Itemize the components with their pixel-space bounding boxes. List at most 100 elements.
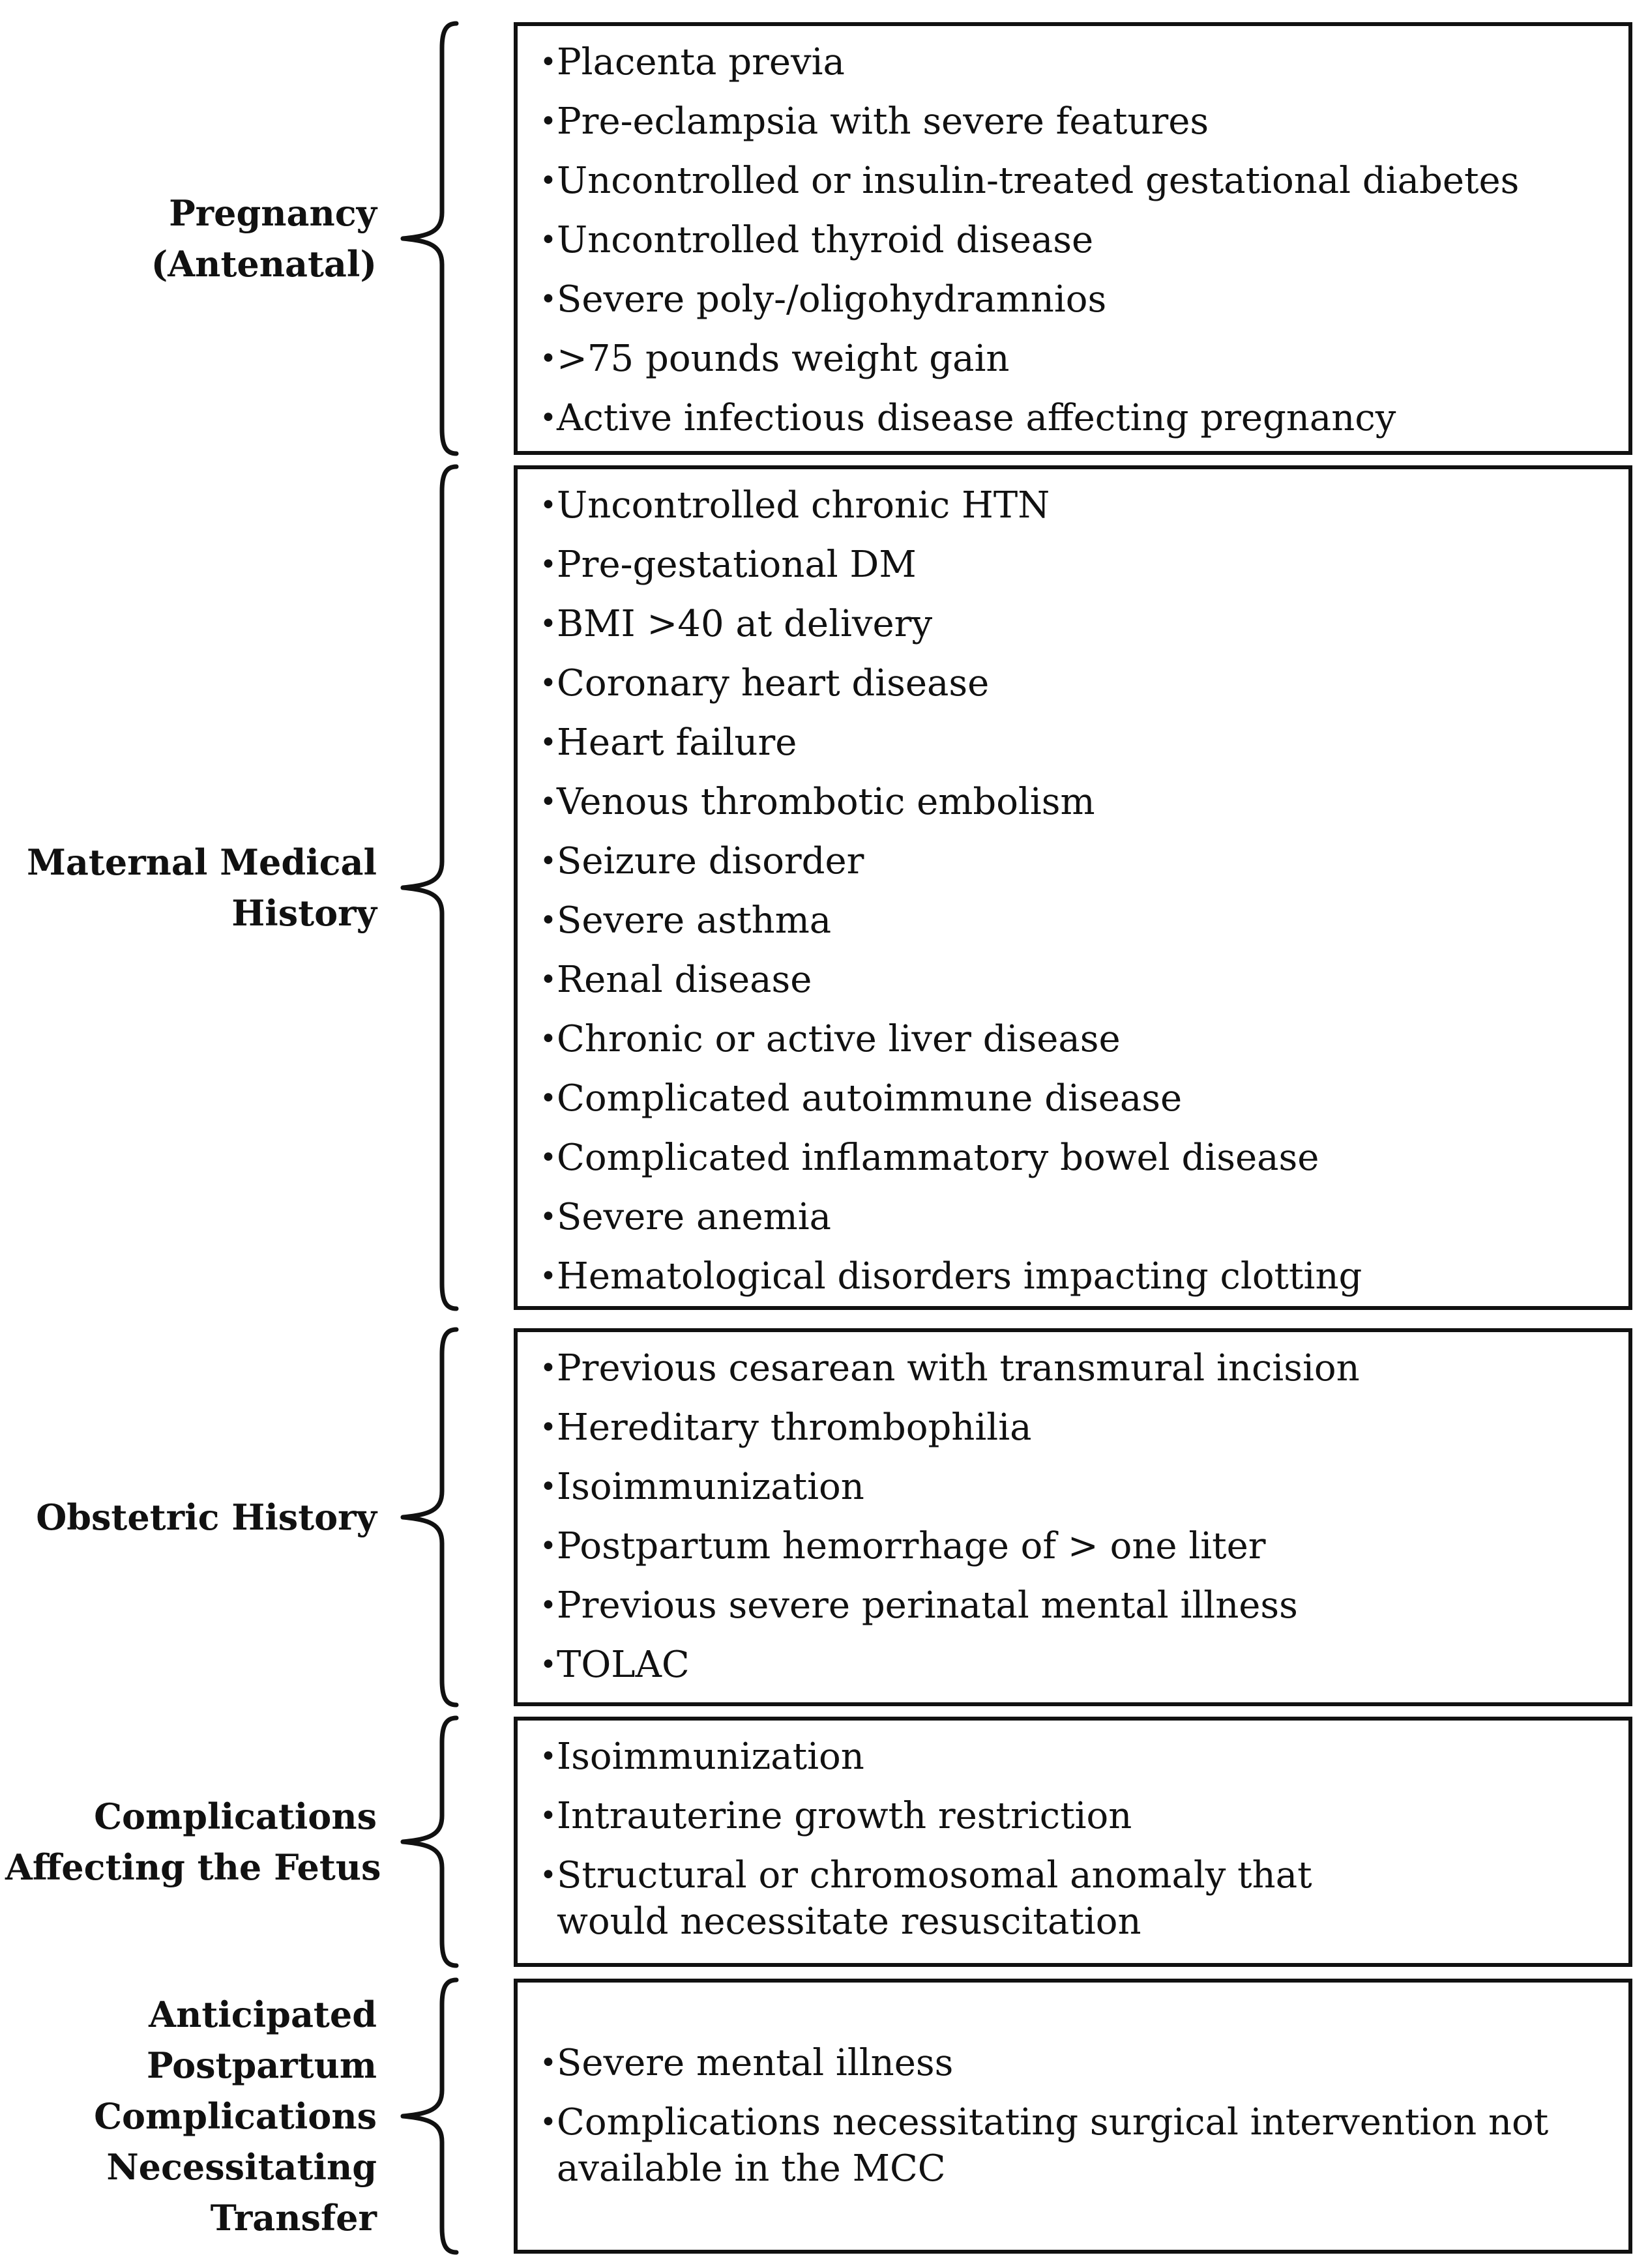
list-item: •Severe mental illness <box>540 2033 1606 2093</box>
list-item: •>75 pounds weight gain <box>540 329 1606 388</box>
section-label-line: Transfer <box>210 2197 377 2239</box>
section-label-line: Anticipated <box>149 1994 377 2035</box>
curly-brace <box>400 1715 459 1968</box>
list-item: •Placenta previa <box>540 33 1606 92</box>
section-label-line: Maternal Medical <box>27 841 377 883</box>
list-item: •Coronary heart disease <box>540 654 1606 713</box>
bullet-icon: • <box>540 963 557 996</box>
list-item-text: Complicated autoimmune disease <box>557 1077 1183 1120</box>
list-item: •BMI >40 at delivery <box>540 594 1606 654</box>
bullet-icon: • <box>540 164 557 197</box>
list-item-text: Coronary heart disease <box>557 662 990 705</box>
list-item-text: Severe anemia <box>557 1196 831 1238</box>
list-item: •Intrauterine growth restriction <box>540 1786 1606 1846</box>
bullet-icon: • <box>540 2046 557 2080</box>
list-item: •Severe anemia <box>540 1187 1606 1247</box>
list-item: •TOLAC <box>540 1635 1606 1694</box>
list-item-text: Heart failure <box>557 721 797 764</box>
criteria-box: •Previous cesarean with transmural incis… <box>514 1328 1632 1706</box>
bullet-icon: • <box>540 105 557 138</box>
bullet-icon: • <box>540 607 557 641</box>
bullet-icon: • <box>540 1530 557 1563</box>
bullet-icon: • <box>540 1023 557 1056</box>
section-label-line: History <box>231 892 377 934</box>
list-item: •Uncontrolled thyroid disease <box>540 211 1606 270</box>
list-item-text: TOLAC <box>557 1644 690 1686</box>
list-item-text: Chronic or active liver disease <box>557 1018 1121 1060</box>
bullet-icon: • <box>540 667 557 700</box>
bullet-icon: • <box>540 1859 557 1892</box>
bullet-icon: • <box>540 1200 557 1234</box>
list-item-text: Pre-gestational DM <box>557 544 917 586</box>
list-item-text: Uncontrolled thyroid disease <box>557 219 1094 261</box>
list-item-text: Severe asthma <box>557 899 832 942</box>
list-item-text: BMI >40 at delivery <box>557 603 933 645</box>
curly-brace <box>400 21 459 456</box>
section-label-line: Complications <box>94 2095 377 2137</box>
curly-brace-path <box>400 1327 459 1708</box>
curly-brace-path <box>400 21 459 456</box>
bullet-icon: • <box>540 1470 557 1504</box>
bullet-icon: • <box>540 1589 557 1622</box>
list-item-text-continued: available in the MCC <box>557 2147 946 2190</box>
list-item: •Pre-eclampsia with severe features <box>540 92 1606 151</box>
bullet-icon: • <box>540 1260 557 1293</box>
bullet-icon: • <box>540 904 557 937</box>
bullet-icon: • <box>540 342 557 375</box>
criteria-box: •Severe mental illness•Complications nec… <box>514 1979 1632 2254</box>
bullet-icon: • <box>540 1141 557 1174</box>
list-item-text: Pre-eclampsia with severe features <box>557 100 1209 143</box>
bullet-icon: • <box>540 401 557 435</box>
section-label-line: Postpartum <box>146 2044 377 2086</box>
section-label-line: Affecting the Fetus <box>5 1846 381 1888</box>
curly-brace <box>400 464 459 1311</box>
list-item: •Complicated autoimmune disease <box>540 1069 1606 1128</box>
curly-brace-path <box>400 1715 459 1968</box>
list-item-text: Postpartum hemorrhage of > one liter <box>557 1525 1266 1567</box>
bullet-icon: • <box>540 224 557 257</box>
criteria-box: •Placenta previa•Pre-eclampsia with seve… <box>514 22 1632 455</box>
list-item: •Uncontrolled chronic HTN <box>540 476 1606 535</box>
list-item: •Complications necessitating surgical in… <box>540 2093 1606 2199</box>
bullet-icon: • <box>540 2106 557 2139</box>
section-label: Obstetric History <box>5 1492 377 1543</box>
bullet-icon: • <box>540 489 557 522</box>
list-item-text: Uncontrolled or insulin-treated gestatio… <box>557 160 1520 202</box>
section-label-line: Pregnancy <box>169 192 377 234</box>
list-item-text: Placenta previa <box>557 41 845 83</box>
list-item-text: Renal disease <box>557 959 812 1001</box>
list-item-text: Severe mental illness <box>557 2042 954 2084</box>
bullet-icon: • <box>540 1082 557 1115</box>
list-item: •Severe asthma <box>540 891 1606 950</box>
list-item: •Previous cesarean with transmural incis… <box>540 1339 1606 1398</box>
curly-brace-path <box>400 464 459 1311</box>
list-item: •Hereditary thrombophilia <box>540 1398 1606 1457</box>
bullet-icon: • <box>540 1411 557 1444</box>
list-item-text: Active infectious disease affecting preg… <box>557 397 1396 439</box>
section-label: Pregnancy(Antenatal) <box>5 188 377 289</box>
list-item-text: Seizure disorder <box>557 840 864 882</box>
list-item-text: >75 pounds weight gain <box>557 338 1010 380</box>
list-item: •Active infectious disease affecting pre… <box>540 388 1606 448</box>
list-item-text: Hereditary thrombophilia <box>557 1406 1032 1449</box>
list-item-text: Uncontrolled chronic HTN <box>557 484 1050 527</box>
section-pregnancy-antenatal: Pregnancy(Antenatal)•Placenta previa•Pre… <box>0 21 1648 456</box>
list-item-text: Previous severe perinatal mental illness <box>557 1584 1298 1627</box>
list-item: •Previous severe perinatal mental illnes… <box>540 1576 1606 1635</box>
bullet-icon: • <box>540 46 557 79</box>
criteria-box: •Uncontrolled chronic HTN•Pre-gestationa… <box>514 465 1632 1310</box>
list-item: •Severe poly-/oligohydramnios <box>540 270 1606 329</box>
bullet-icon: • <box>540 1799 557 1833</box>
list-item: •Seizure disorder <box>540 832 1606 891</box>
bullet-icon: • <box>540 845 557 878</box>
bullet-icon: • <box>540 1740 557 1773</box>
list-item: •Pre-gestational DM <box>540 535 1606 594</box>
bullet-icon: • <box>540 726 557 759</box>
list-item: •Heart failure <box>540 713 1606 772</box>
list-item-text: Previous cesarean with transmural incisi… <box>557 1347 1360 1389</box>
list-item: •Chronic or active liver disease <box>540 1010 1606 1069</box>
